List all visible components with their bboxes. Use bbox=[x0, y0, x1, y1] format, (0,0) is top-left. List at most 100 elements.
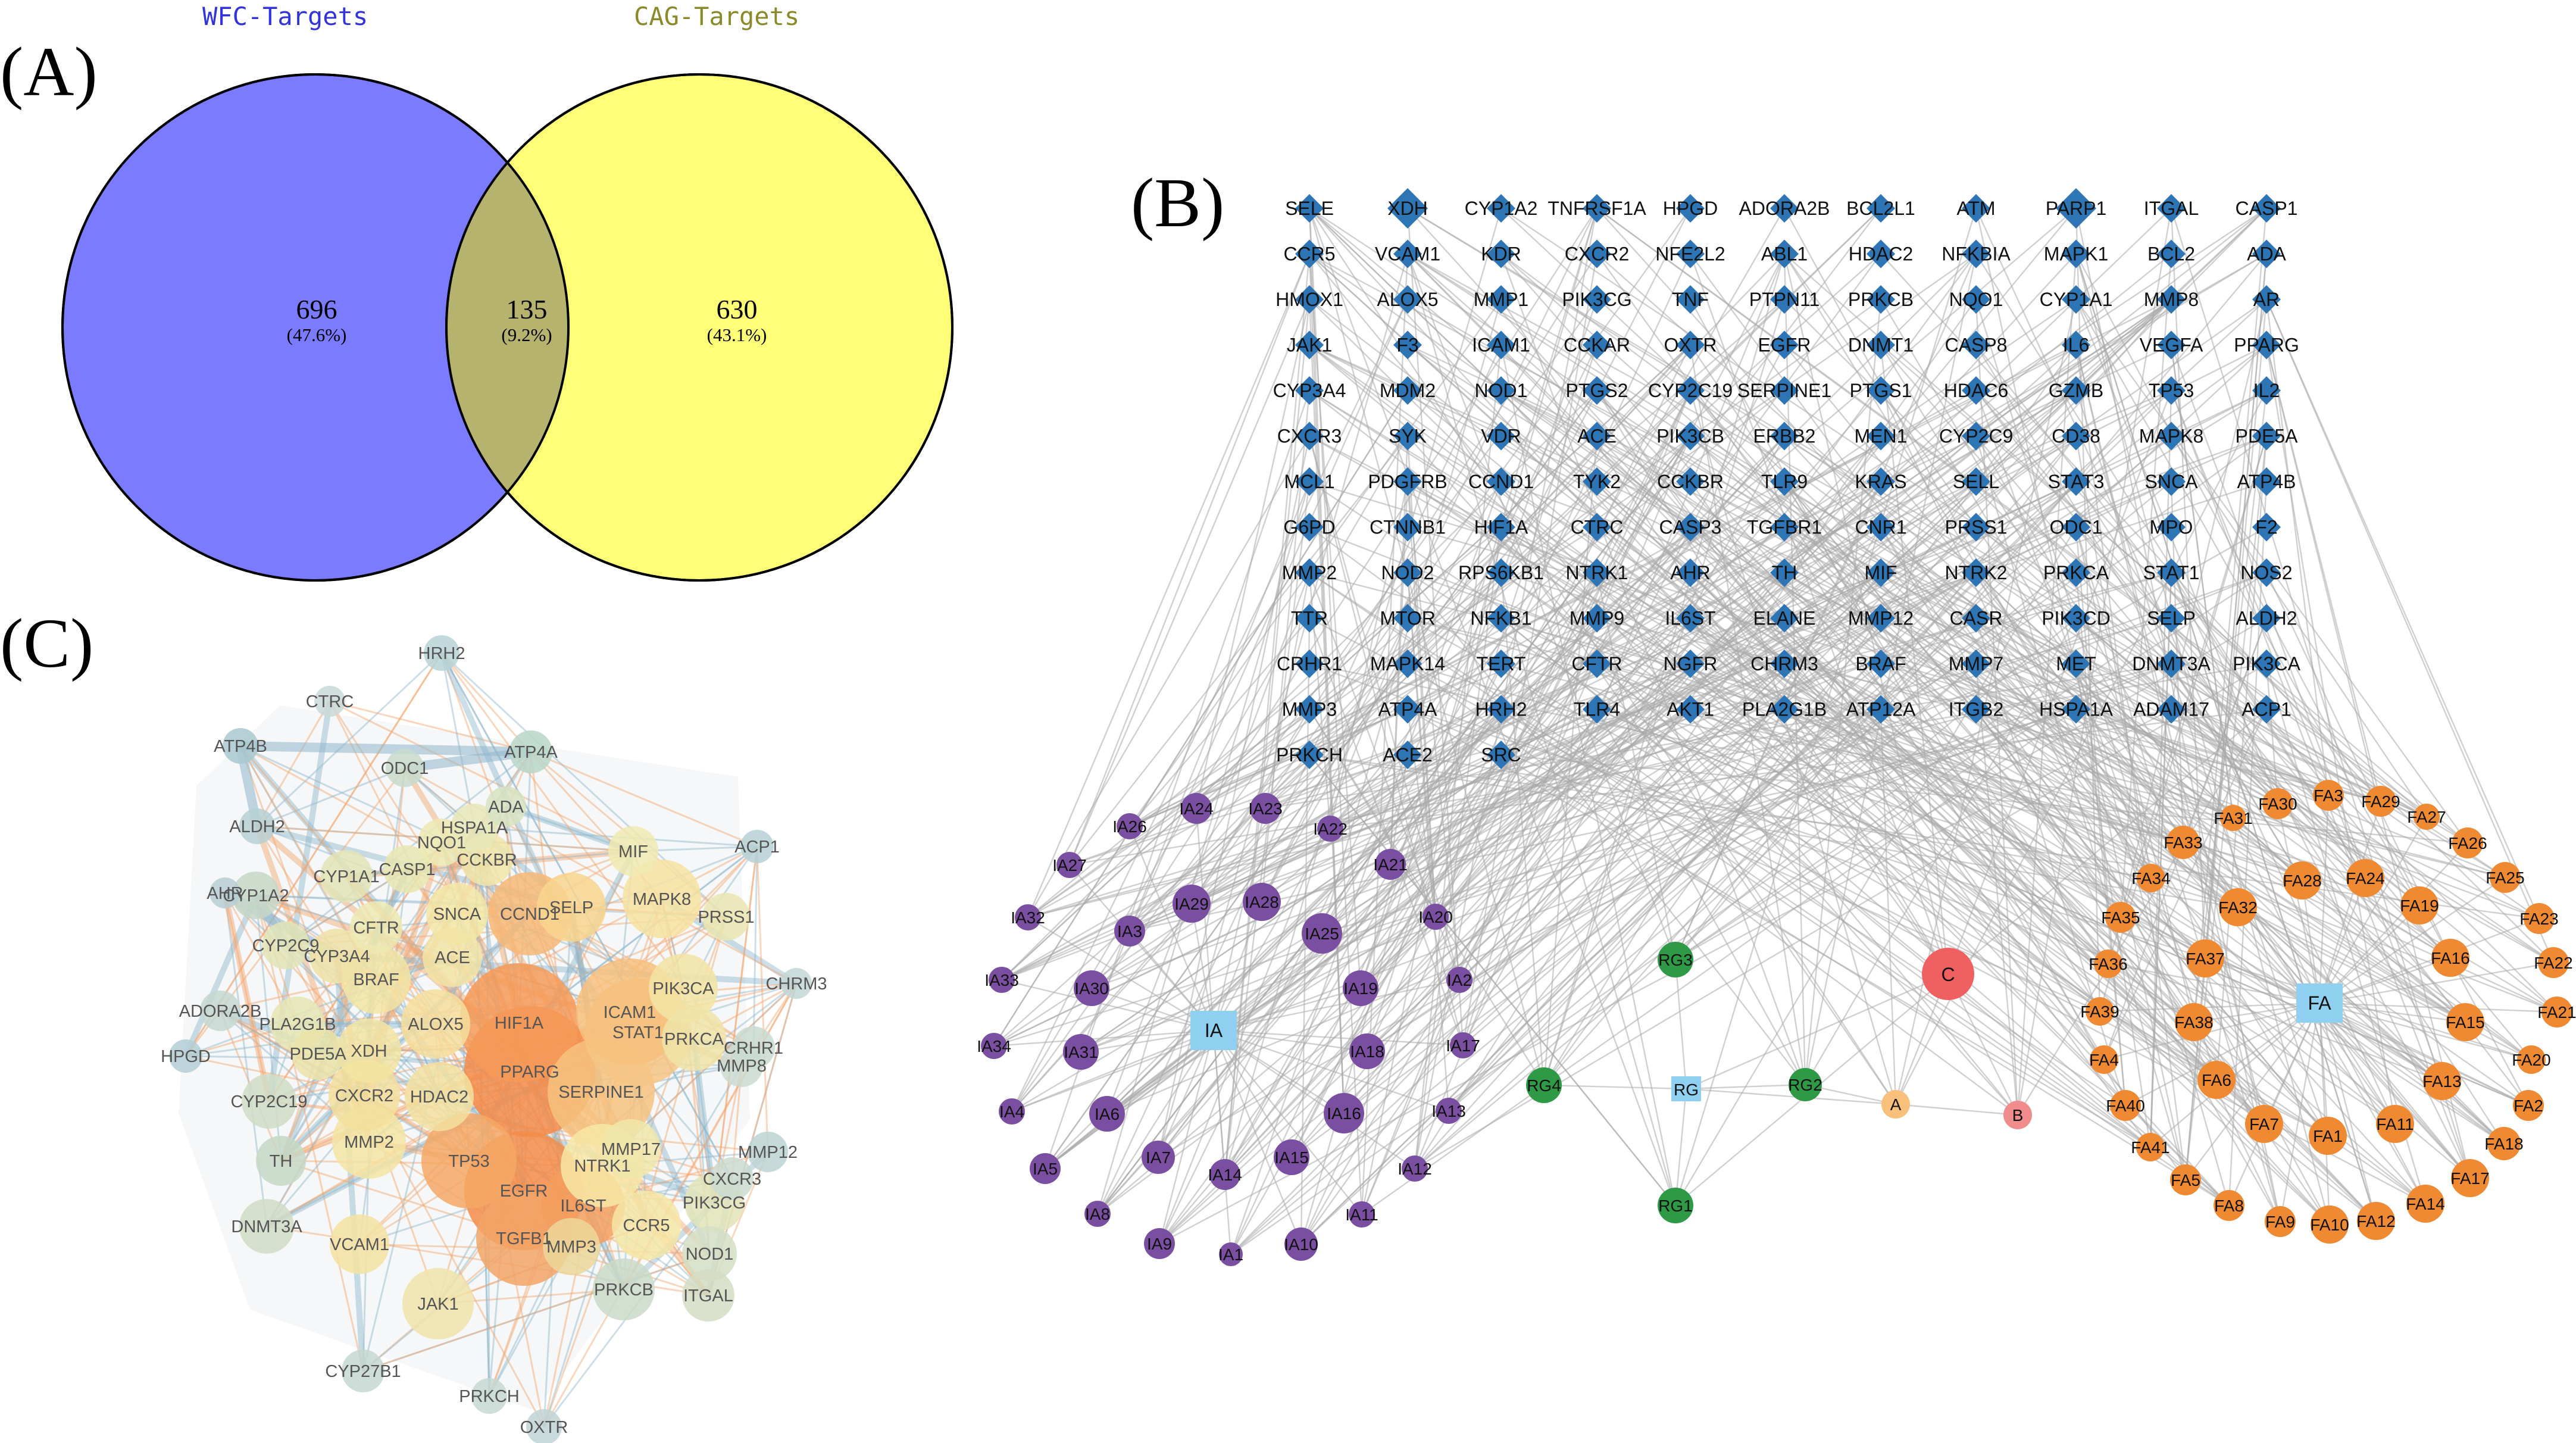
fa-node-23 bbox=[2524, 903, 2555, 934]
network-edge bbox=[993, 253, 1881, 1047]
network-edge bbox=[1674, 1088, 1687, 1206]
ppi-node-label: HIF1A bbox=[495, 1014, 544, 1033]
fa-node-14 bbox=[2406, 1185, 2444, 1223]
network-edge bbox=[1686, 1088, 1896, 1105]
ppi-node-cyp1a2 bbox=[232, 872, 280, 919]
network-edge bbox=[1129, 253, 2267, 932]
network-edge bbox=[1596, 708, 1806, 1085]
ia-node-1 bbox=[1219, 1242, 1243, 1266]
target-node-ctrc bbox=[1583, 513, 1611, 542]
ppi-edge bbox=[362, 1253, 710, 1372]
ppi-edge bbox=[440, 652, 476, 828]
fa-hub-square bbox=[2296, 983, 2343, 1023]
ppi-node-label: NQO1 bbox=[417, 833, 466, 852]
ppi-node-label: HPGD bbox=[161, 1047, 211, 1066]
network-edge bbox=[1596, 253, 2109, 964]
target-node-men1 bbox=[1867, 421, 1895, 451]
ppi-node-label: CYP1A2 bbox=[223, 886, 289, 905]
target-node-mmp9 bbox=[1583, 604, 1611, 633]
ppi-node-label: ACP1 bbox=[734, 838, 780, 857]
ppi-node-label: XDH bbox=[351, 1042, 387, 1061]
network-edge bbox=[2279, 1002, 2321, 1222]
target-label: IL6ST bbox=[1665, 608, 1715, 629]
ppi-node-hdac2 bbox=[405, 1062, 474, 1131]
network-edge bbox=[1880, 709, 1897, 1105]
ia-node-label: IA14 bbox=[1208, 1166, 1242, 1184]
fa-node-label: FA7 bbox=[2249, 1115, 2279, 1133]
target-label: PIK3CA bbox=[2233, 653, 2300, 674]
target-label: CYP1A2 bbox=[1465, 198, 1538, 219]
network-edge bbox=[1309, 253, 2377, 1222]
ppi-edge bbox=[713, 846, 758, 1203]
target-node-atm bbox=[1962, 194, 1990, 223]
network-edge bbox=[2318, 1002, 2396, 1125]
target-node-pla2g1b bbox=[1770, 695, 1799, 724]
ppi-edge bbox=[255, 895, 364, 1372]
fa-node-18 bbox=[2487, 1127, 2521, 1160]
target-node-cd38 bbox=[2062, 421, 2090, 451]
fa-node-41 bbox=[2136, 1133, 2165, 1161]
ppi-node-label: ACE bbox=[434, 948, 470, 967]
network-edge bbox=[1309, 389, 2206, 960]
target-node-prkch bbox=[1295, 741, 1324, 769]
ppi-node-label: ICAM1 bbox=[604, 1003, 656, 1022]
target-label: PDGFRB bbox=[1368, 471, 1447, 492]
fa-node-10 bbox=[2311, 1205, 2349, 1244]
fa-node-34 bbox=[2137, 864, 2165, 892]
network-edge bbox=[1027, 299, 1881, 918]
target-node-kras bbox=[1867, 467, 1895, 496]
network-edge bbox=[2318, 1002, 2427, 1204]
rg1-label: RG1 bbox=[1658, 1197, 1693, 1215]
network-edge bbox=[2319, 842, 2468, 1004]
network-edge bbox=[1543, 1084, 1687, 1090]
ppi-node-hif1a bbox=[459, 963, 579, 1082]
target-label: ITGB2 bbox=[1949, 699, 2003, 720]
target-label: CYP2C19 bbox=[1648, 380, 1733, 401]
target-label: PTGS1 bbox=[1850, 380, 1912, 401]
ia-node-label: IA1 bbox=[1218, 1245, 1243, 1264]
rg-hub-square bbox=[1671, 1076, 1701, 1101]
network-edge bbox=[1975, 390, 2152, 879]
network-edge bbox=[1309, 754, 1676, 1206]
ppi-node-pik3ca bbox=[649, 954, 718, 1023]
fa-hub-label: FA bbox=[2308, 992, 2331, 1014]
fa-node-29 bbox=[2365, 786, 2396, 817]
fa-node-label: FA28 bbox=[2283, 872, 2321, 890]
network-edge bbox=[1407, 572, 1806, 1085]
network-edge bbox=[1001, 344, 1691, 980]
target-label: EGFR bbox=[1758, 335, 1811, 356]
fa-node-label: FA21 bbox=[2537, 1003, 2576, 1022]
target-label: TH bbox=[1772, 562, 1797, 583]
fa-node-label: FA36 bbox=[2089, 955, 2127, 973]
network-edge bbox=[1543, 254, 1786, 1086]
target-node-prkcb bbox=[1867, 285, 1895, 314]
network-edge bbox=[1069, 864, 1214, 1031]
target-label: CASP1 bbox=[2236, 198, 2298, 219]
network-edge bbox=[2318, 795, 2330, 1004]
network-edge bbox=[1096, 1030, 1215, 1214]
target-label: NQO1 bbox=[1949, 289, 2003, 310]
ppi-node-odc1 bbox=[386, 749, 424, 787]
target-node-nod2 bbox=[1393, 558, 1422, 587]
target-node-chrm3 bbox=[1770, 649, 1799, 678]
target-node-akt1 bbox=[1676, 695, 1705, 724]
network-edge bbox=[1309, 526, 2151, 1148]
target-node-prkca bbox=[2062, 558, 2090, 587]
ia-node-6 bbox=[1089, 1096, 1125, 1132]
network-edge bbox=[1191, 208, 1691, 904]
network-edge bbox=[1011, 299, 1409, 1112]
target-node-mmp1 bbox=[1487, 285, 1515, 314]
ppi-node-label: PIK3CA bbox=[652, 979, 714, 998]
ia-node-31 bbox=[1063, 1034, 1099, 1070]
network-edge bbox=[1407, 253, 2427, 818]
network-edge bbox=[1975, 708, 2194, 1023]
network-edge bbox=[1213, 1030, 1415, 1169]
fa-node-16 bbox=[2431, 939, 2469, 977]
network-edge bbox=[2265, 299, 2555, 963]
network-edge bbox=[2319, 961, 2554, 1004]
network-edge bbox=[2228, 481, 2268, 1206]
target-label: MAPK1 bbox=[2044, 243, 2108, 265]
target-node-mapk14 bbox=[1393, 649, 1422, 678]
ia-node-label: IA15 bbox=[1274, 1148, 1309, 1167]
